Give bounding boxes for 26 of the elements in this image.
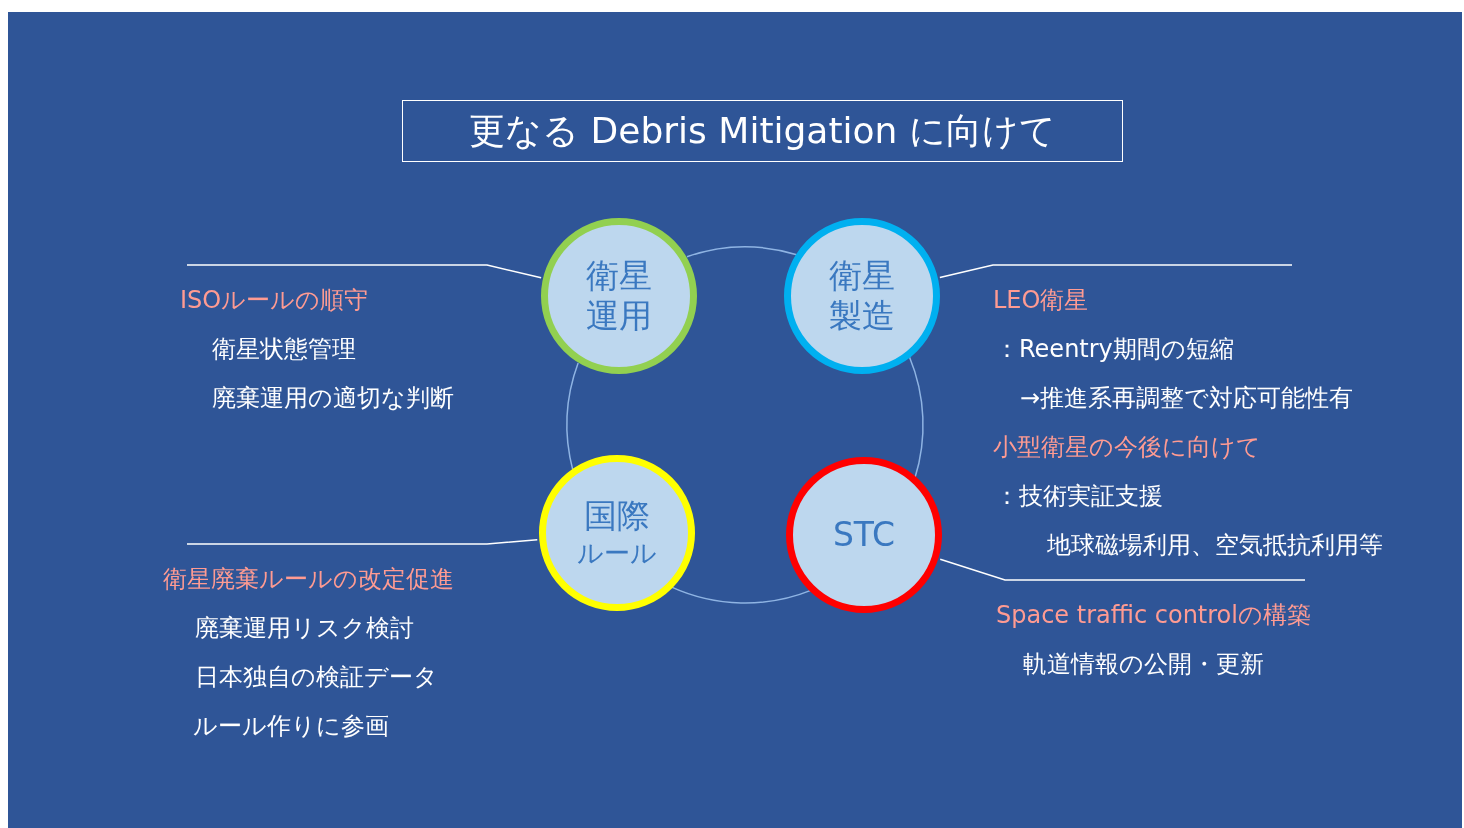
callout-text: 日本独自の検証データ — [195, 662, 438, 692]
callout-text: 廃棄運用リスク検討 — [195, 613, 414, 643]
leader-line — [939, 264, 1293, 279]
callout-text: ：Reentry期間の短縮 — [995, 334, 1234, 364]
callout-text: ルール作りに参画 — [193, 711, 389, 741]
ring-arc — [686, 246, 798, 258]
circle-label: 衛星製造 — [828, 256, 896, 336]
callout-heading: Space traffic controlの構築 — [996, 600, 1311, 630]
callout-text: 地球磁場利用、空気抵抗利用等 — [1047, 530, 1383, 560]
callout-text: 廃棄運用の適切な判断 — [212, 383, 454, 413]
callout-heading: ISOルールの順守 — [180, 285, 369, 315]
leader-line — [186, 264, 542, 279]
title: 更なる Debris Mitigation に向けて — [402, 100, 1123, 162]
callout-text: ：技術実証支援 — [995, 481, 1163, 511]
callout-heading: LEO衛星 — [993, 285, 1089, 315]
circle-label: STC — [832, 515, 896, 555]
circle-label: ルール — [577, 537, 657, 570]
callout-text: 軌道情報の公開・更新 — [1023, 649, 1264, 679]
circle-label: 国際 — [584, 496, 650, 536]
callout-text: →推進系再調整で対応可能性有 — [1020, 383, 1354, 413]
callout-heading: 小型衛星の今後に向けて — [993, 432, 1261, 462]
leader-line — [939, 558, 1306, 581]
circle-label: 衛星運用 — [585, 256, 653, 336]
leader-line — [186, 539, 539, 545]
callout-heading: 衛星廃棄ルールの改定促進 — [163, 564, 454, 594]
callout-text: 衛星状態管理 — [212, 334, 356, 364]
